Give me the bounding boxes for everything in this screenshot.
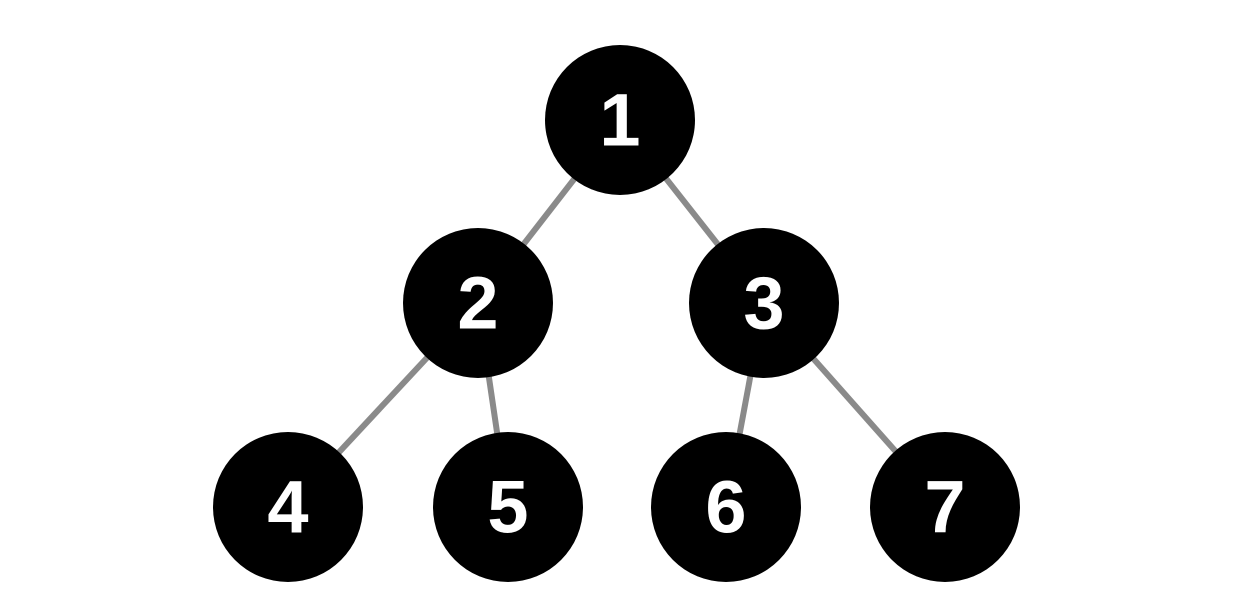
tree-node-4: 4	[213, 432, 363, 582]
tree-node-1: 1	[545, 45, 695, 195]
node-label: 7	[924, 466, 965, 549]
node-circle	[689, 228, 839, 378]
tree-node-7: 7	[870, 432, 1020, 582]
node-label: 1	[599, 79, 640, 162]
node-circle	[545, 45, 695, 195]
tree-nodes: 1 2 3 4 5 6 7	[213, 45, 1020, 582]
tree-node-6: 6	[651, 432, 801, 582]
node-label: 2	[457, 262, 498, 345]
node-circle	[403, 228, 553, 378]
node-circle	[651, 432, 801, 582]
node-label: 5	[487, 466, 528, 549]
node-label: 3	[743, 262, 784, 345]
node-circle	[433, 432, 583, 582]
node-label: 6	[705, 466, 746, 549]
node-circle	[213, 432, 363, 582]
tree-node-5: 5	[433, 432, 583, 582]
tree-node-2: 2	[403, 228, 553, 378]
tree-node-3: 3	[689, 228, 839, 378]
node-circle	[870, 432, 1020, 582]
node-label: 4	[267, 466, 308, 549]
